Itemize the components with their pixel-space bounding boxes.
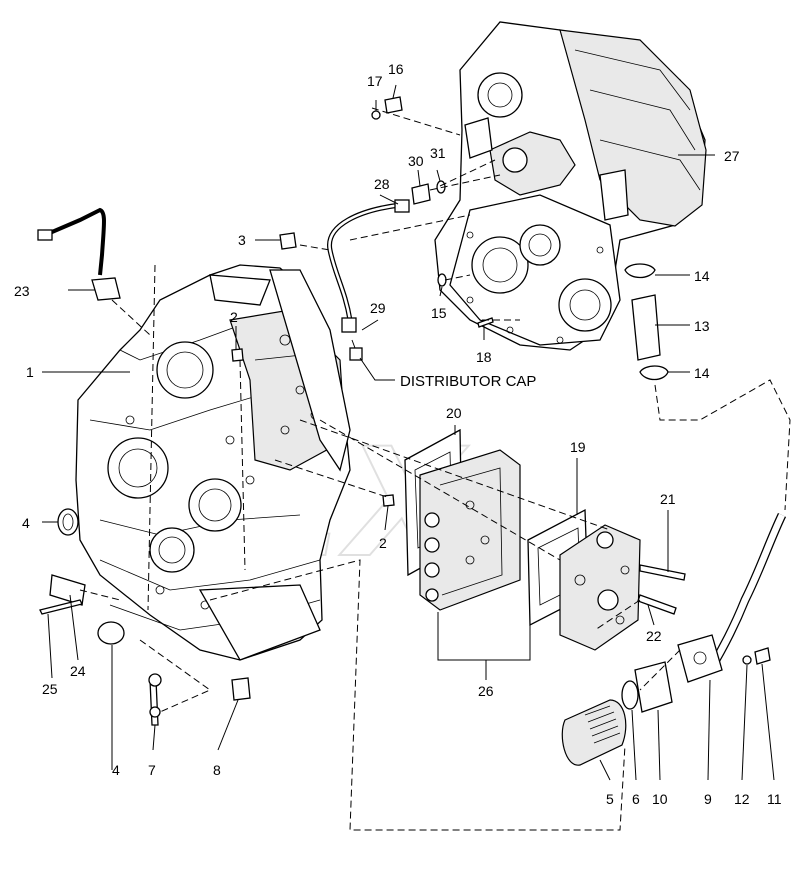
cap-4-bottom [97, 621, 125, 645]
callouts: 1 2 2 3 4 5 6 7 8 9 10 11 12 13 14 14 15… [14, 61, 782, 807]
pipe-28-inner [328, 203, 401, 321]
callout-27: 27 [724, 148, 740, 164]
distributor-cap-label: DISTRIBUTOR CAP [400, 373, 536, 390]
tube-13 [631, 294, 661, 361]
callout-4-seal: 4 [22, 515, 30, 531]
flange-9 [677, 634, 723, 683]
callout-1: 1 [26, 364, 34, 380]
pipe-28 [327, 202, 401, 321]
plug-2-top [231, 348, 244, 362]
callout-22: 22 [646, 628, 662, 644]
callout-15: 15 [431, 305, 447, 321]
bolt-21 [639, 564, 686, 581]
callout-4-cap: 4 [112, 762, 120, 778]
assembly-lines [79, 107, 791, 831]
plug-2-side [382, 494, 395, 507]
callout-25: 25 [42, 681, 58, 697]
sensor-23 [91, 277, 121, 301]
callout-19: 19 [570, 439, 586, 455]
sensor-plug [37, 229, 53, 241]
callout-2-top: 2 [230, 309, 238, 325]
callout-31: 31 [430, 145, 446, 161]
screw-25 [39, 599, 83, 615]
seal-4-inner [62, 513, 74, 531]
rear-housing [434, 21, 707, 351]
fitting-29 [341, 317, 357, 333]
callout-6: 6 [632, 791, 640, 807]
callout-29: 29 [370, 300, 386, 316]
callout-14-bottom: 14 [694, 365, 710, 381]
distributor-cap [349, 347, 363, 361]
plug-3 [279, 232, 297, 250]
callout-5: 5 [606, 791, 614, 807]
gasket-10 [634, 661, 673, 713]
dipstick-7-nut [149, 706, 161, 718]
callout-13: 13 [694, 318, 710, 334]
callout-21: 21 [660, 491, 676, 507]
callout-7: 7 [148, 762, 156, 778]
callout-3: 3 [238, 232, 246, 248]
transmission-housing [75, 264, 351, 661]
callout-17: 17 [367, 73, 383, 89]
dipstick-7-head [148, 673, 162, 687]
fitting-30 [411, 183, 431, 205]
callout-23: 23 [14, 283, 30, 299]
strainer-5 [561, 699, 627, 766]
callout-12: 12 [734, 791, 750, 807]
bolt-22 [637, 594, 677, 615]
callout-30: 30 [408, 153, 424, 169]
flange-9-hole [693, 651, 707, 665]
callout-18: 18 [476, 349, 492, 365]
callout-14-top: 14 [694, 268, 710, 284]
callout-24: 24 [70, 663, 86, 679]
callout-20: 20 [446, 405, 462, 421]
leader-lines [42, 84, 775, 781]
valve-cover [559, 524, 641, 651]
clamp-14-bottom [639, 365, 669, 381]
oring-6 [621, 680, 639, 710]
suction-tube-9-inner [707, 513, 785, 672]
callout-9: 9 [704, 791, 712, 807]
callout-10: 10 [652, 791, 668, 807]
dipstick-7 [149, 679, 159, 726]
washer-12 [742, 655, 752, 665]
bolt-11 [754, 647, 771, 665]
callout-8: 8 [213, 762, 221, 778]
callout-11: 11 [767, 791, 782, 807]
oring-15 [437, 273, 447, 287]
plug-8 [231, 677, 251, 701]
callout-26: 26 [478, 683, 494, 699]
sensor-cable [44, 207, 106, 276]
fitting-28 [394, 199, 410, 213]
callout-28: 28 [374, 176, 390, 192]
strainer-5-mesh [584, 705, 621, 744]
clamp-14-top [624, 263, 656, 279]
bolt-16 [384, 96, 403, 114]
callout-2-side: 2 [379, 535, 387, 551]
seal-4 [57, 508, 79, 536]
cover-plate-24 [49, 574, 86, 606]
callout-16: 16 [388, 61, 404, 77]
washer-17 [371, 110, 381, 120]
valve-body [419, 449, 521, 611]
